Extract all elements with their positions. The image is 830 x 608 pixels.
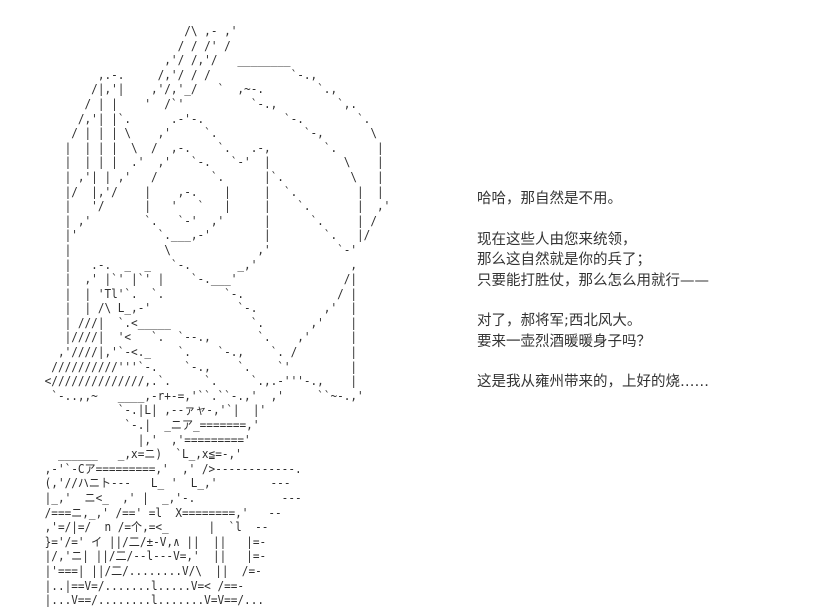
ascii-art-panel: /\ ,- ,' / / /' / ,'/ /,'/ ________ ,.-.… <box>45 24 391 607</box>
dialogue-paragraph: 现在这些人由您来统领， 那么这自然就是你的兵了； 只要能打胜仗，那么怎么用就行—— <box>477 230 825 292</box>
dialogue-line: 对了，郝将军;西北风大。 <box>477 313 642 329</box>
dialogue-line: 只要能打胜仗，那么怎么用就行—— <box>477 272 709 289</box>
dialogue-panel: 哈哈，那自然是不用。现在这些人由您来统领， 那么这自然就是你的兵了； 只要能打胜仗，… <box>466 0 830 586</box>
dialogue-line: 现在这些人由您来统领， <box>477 231 637 248</box>
dialogue-line: 哈哈，那自然是不用。 <box>477 191 622 207</box>
dialogue-line: 这是我从雍州带来的，上好的烧…… <box>477 374 709 390</box>
dialogue-paragraph: 对了，郝将军;西北风大。要来一壶烈酒暖暖身子吗？ <box>477 311 825 352</box>
ascii-art-character-portrait: /\ ,- ,' / / /' / ,'/ /,'/ ________ ,.-.… <box>44 24 391 608</box>
dialogue-line: 要来一壶烈酒暖暖身子吗？ <box>477 333 651 350</box>
scene-root: /\ ,- ,' / / /' / ,'/ /,'/ ________ ,.-.… <box>44 0 830 608</box>
dialogue-paragraph: 哈哈，那自然是不用。 <box>477 189 825 210</box>
dialogue-text-block: 哈哈，那自然是不用。现在这些人由您来统领， 那么这自然就是你的兵了； 只要能打胜仗，… <box>477 189 825 393</box>
dialogue-line: 那么这自然就是你的兵了； <box>477 252 651 268</box>
dialogue-paragraph: 这是我从雍州带来的，上好的烧…… <box>477 372 825 393</box>
